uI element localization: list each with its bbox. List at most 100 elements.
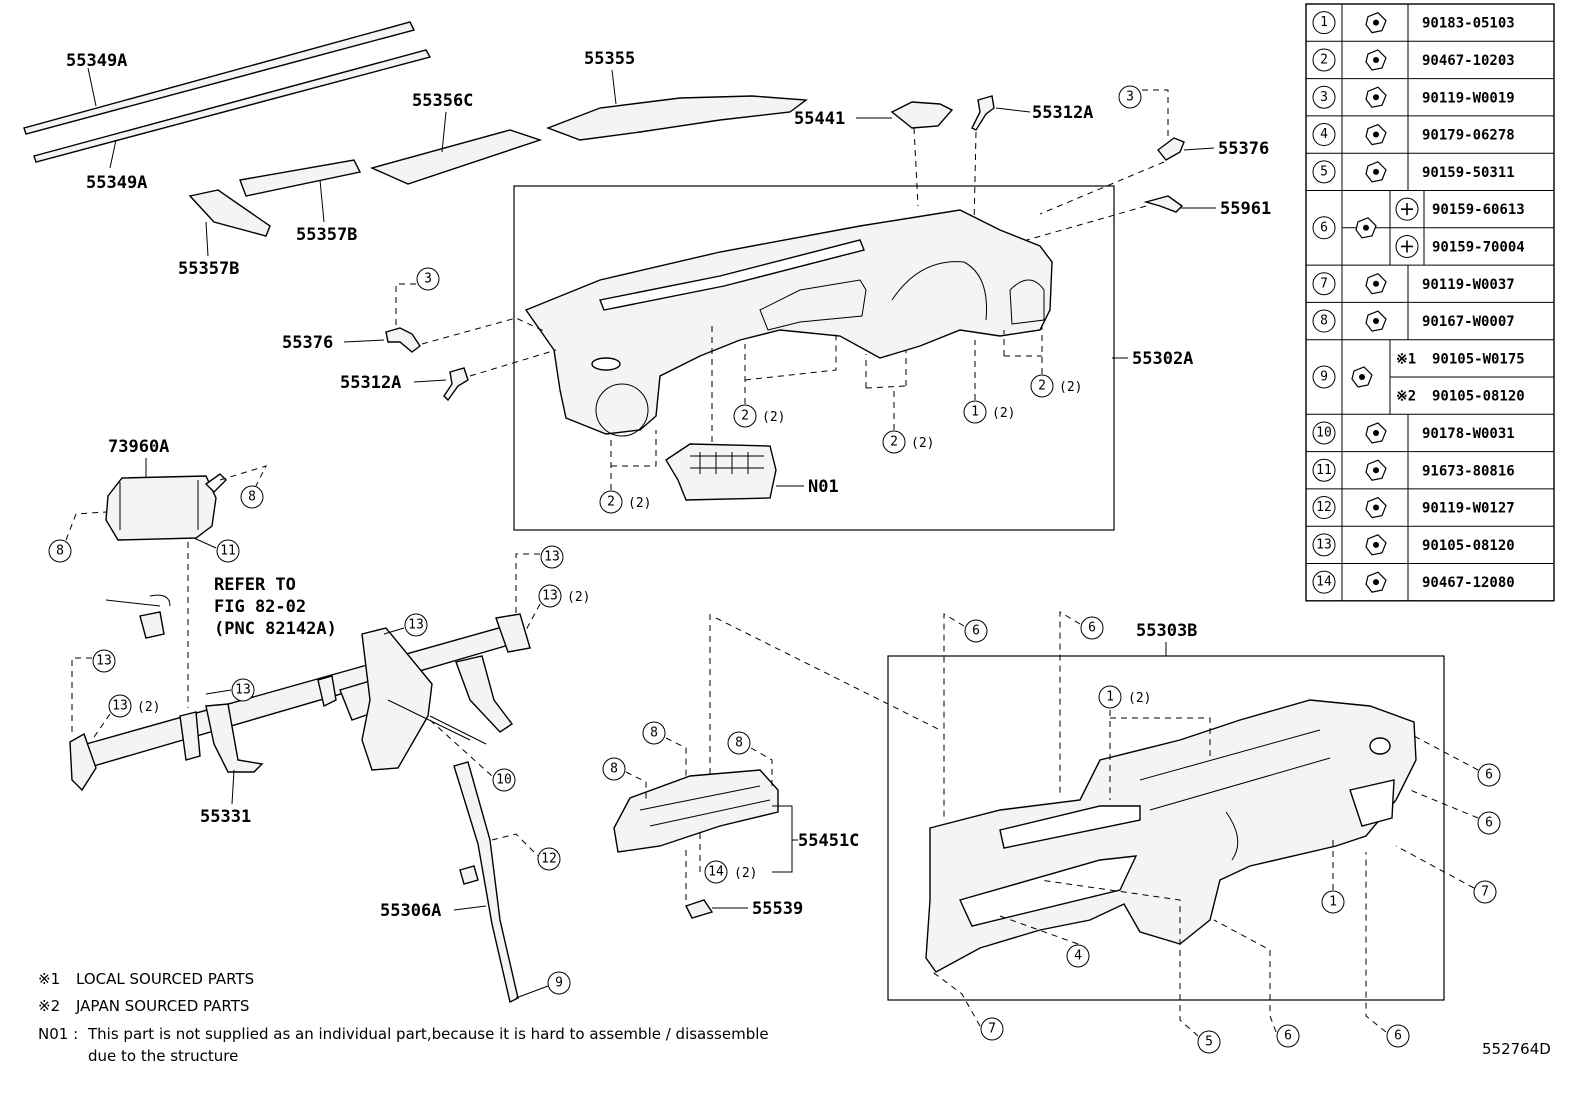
svg-text:13: 13 [112,699,128,714]
table-no-circle [1312,85,1336,109]
bracket-55376-left [385,327,421,353]
callout-6-b [1080,616,1104,640]
label-55376-1: 55376 [1218,139,1269,159]
fastener-icon [1365,123,1387,146]
panel-55357B-upper [239,159,362,197]
panel-55357B-lower [188,189,271,237]
lower-panel-55303B [925,699,1417,973]
callout-8-d [602,757,626,781]
svg-text:8: 8 [735,736,743,751]
callout-13-d [404,613,428,637]
fastener-icon [1365,49,1387,71]
svg-text:7: 7 [988,1022,996,1037]
refer-line1: REFER TO [214,575,296,595]
table-part-number: 90119-W0019 [1422,90,1515,106]
label-55349A-1: 55349A [66,51,127,71]
svg-text:(2): (2) [762,410,785,425]
note-2-text: JAPAN SOURCED PARTS [75,997,249,1015]
svg-text:11: 11 [220,544,236,559]
table-no-circle [1312,421,1336,445]
table-part-number: 90178-W0031 [1422,426,1515,442]
note-2-mark: ※2 [38,997,60,1015]
label-55356C: 55356C [412,91,473,111]
svg-text:13: 13 [544,550,560,565]
svg-text:6: 6 [1485,816,1493,831]
refer-line3: (PNC 82142A) [214,619,337,639]
diagram-id: 552764D [1482,1040,1551,1058]
callout-14 [704,860,728,884]
callout-4 [1066,944,1090,968]
svg-text:(2): (2) [1059,380,1082,395]
table-no-circle [1312,496,1336,520]
clip-55539 [685,899,714,919]
fastener-icon [1365,422,1387,444]
fastener-icon [1355,217,1377,239]
svg-text:7: 7 [1481,885,1489,900]
table-part-number: 90159-60613 [1432,202,1525,218]
svg-text:(2): (2) [628,496,651,511]
callout-2-a [599,490,623,514]
svg-text:2: 2 [1038,379,1046,394]
table-part-number: 90183-05103 [1422,16,1515,32]
svg-text:(2): (2) [1128,691,1151,706]
svg-text:(2): (2) [911,436,934,451]
label-55312A-1: 55312A [1032,103,1093,123]
svg-text:9: 9 [555,976,563,991]
table-no-circle [1312,309,1336,333]
label-55306A: 55306A [380,901,441,921]
table-no: 2 [1320,52,1328,67]
svg-text:13: 13 [408,618,424,633]
callout-2-d [1030,374,1054,398]
fastener-icon [1365,534,1387,556]
svg-text:8: 8 [56,544,64,559]
svg-text:6: 6 [1088,621,1096,636]
callout-13-a [92,649,116,673]
table-no: 13 [1316,537,1332,552]
note-1-mark: ※1 [38,970,60,988]
table-no-circle [1312,160,1336,184]
svg-text:13: 13 [542,589,558,604]
table-no: 6 [1320,220,1328,235]
callout-1-lower [1098,685,1122,709]
table-no: 4 [1320,127,1328,142]
callout-5 [1197,1030,1221,1054]
airbag-73960A [105,473,227,541]
svg-text:3: 3 [424,272,432,287]
table-part-number: 90159-70004 [1432,239,1525,255]
table-part-number: 90467-12080 [1422,575,1515,591]
label-73960A: 73960A [108,437,169,457]
callout-11 [216,539,240,563]
svg-text:13: 13 [96,654,112,669]
table-part-number: 90179-06278 [1422,128,1515,144]
part-55441 [890,101,954,129]
svg-text:4: 4 [1074,949,1082,964]
callout-7-right [1473,880,1497,904]
label-55303B: 55303B [1136,621,1197,641]
table-part-number: 90167-W0007 [1422,314,1515,330]
callout-2-b [733,404,757,428]
svg-text:2: 2 [741,409,749,424]
label-55357B-2: 55357B [178,259,239,279]
table-no: 8 [1320,314,1328,329]
table-no: 10 [1316,425,1332,440]
table-no-circle [1312,216,1336,240]
svg-text:6: 6 [1394,1029,1402,1044]
callout-3-top [1118,85,1142,109]
callout-3-left [416,267,440,291]
callout-10 [492,768,516,792]
svg-text:6: 6 [972,624,980,639]
table-no-circle [1312,272,1336,296]
table-part-number: 91673-80816 [1422,463,1515,479]
reinforcement-55331 [69,613,531,792]
label-55302A: 55302A [1132,349,1193,369]
weatherstrip-55349A [23,21,432,163]
note-3-line1: This part is not supplied as an individu… [87,1025,769,1043]
svg-text:2: 2 [607,495,615,510]
fastener-icon [1365,310,1387,332]
svg-text:3: 3 [1126,90,1134,105]
fastener-icon [1365,571,1387,593]
callout-1-right [1321,890,1345,914]
svg-text:5: 5 [1205,1035,1213,1050]
instrument-panel-55302A [524,209,1053,437]
